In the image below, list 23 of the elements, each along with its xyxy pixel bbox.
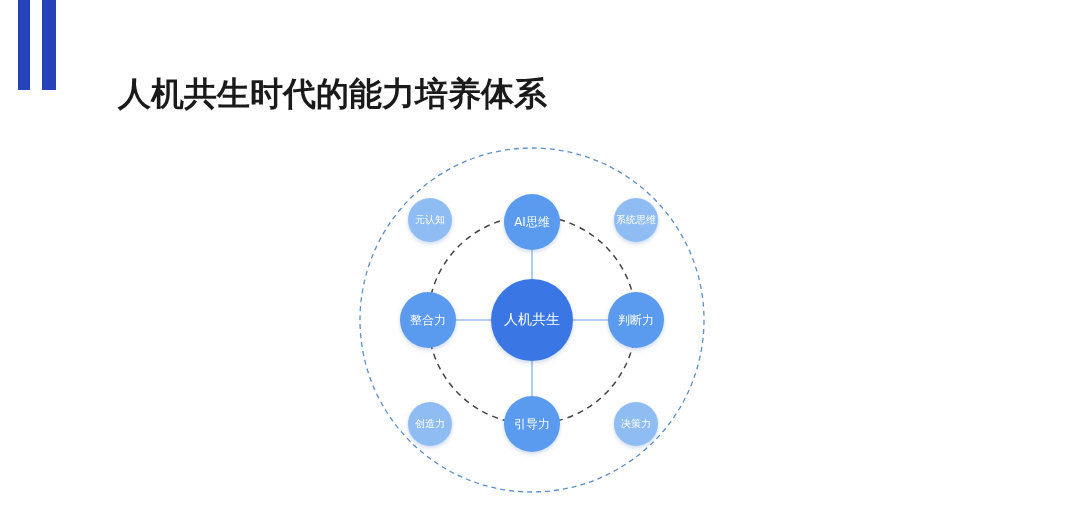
node-label: 整合力 [410,311,446,329]
circle-node [614,198,658,242]
node-label: 人机共生 [504,311,560,329]
connector-line [455,319,492,321]
node-label: AI思维 [514,213,550,231]
circle-node [504,194,560,250]
connector-line [572,319,609,321]
node-label: 元认知 [415,213,445,227]
node-label: 决策力 [621,417,651,431]
node-label: 创造力 [415,417,445,431]
circle-node [408,402,452,446]
connector-line [531,360,533,397]
node-label: 引导力 [514,415,550,433]
circle-node [614,402,658,446]
node-label: 系统思维 [616,213,656,227]
title: 人机共生时代的能力培养体系 [118,73,547,115]
connector-line [531,249,533,280]
circle-node [504,396,560,452]
node-label: 判断力 [618,311,654,329]
circle-node [608,292,664,348]
circle-node [491,279,573,361]
circle-node [408,198,452,242]
circle-node [400,292,456,348]
